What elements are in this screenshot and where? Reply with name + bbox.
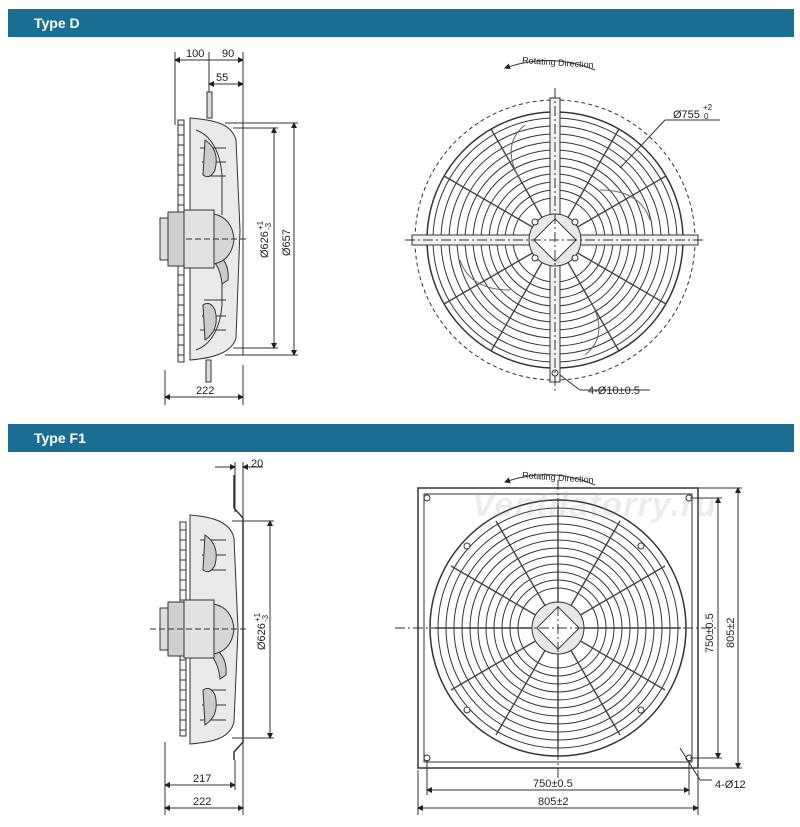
dim-222: 222 [193, 796, 211, 808]
dim-626: Ø626 [259, 231, 271, 258]
dim-805-horizontal: 805±2 [538, 796, 569, 808]
dim-805-vertical: 805±2 [725, 617, 737, 648]
dim-90: 90 [222, 48, 234, 60]
dim-55: 55 [216, 72, 228, 84]
rotating-direction-label: Rotating Direction [522, 470, 594, 485]
type-d-front-labels: Rotating Direction Ø755 +2 0 4-Ø10±0.5 [522, 55, 713, 397]
dim-626-tol-upper: +1 [256, 220, 265, 230]
dim-755: Ø755 [673, 109, 700, 121]
type-f1-front-view [395, 474, 742, 815]
type-d-side-dimensions: 100 90 55 Ø626 +1 -3 Ø657 222 [186, 48, 293, 397]
dim-657: Ø657 [281, 229, 293, 256]
dim-750-vertical: 750±0.5 [704, 613, 716, 653]
dim-626-tol-lower: -3 [261, 614, 270, 622]
watermark: Ventilatorry.ru [472, 486, 717, 524]
type-f1-front-labels: Rotating Direction 750±0.5 805±2 750±0.5… [522, 470, 746, 808]
type-d-front-view [405, 60, 720, 392]
dim-755-tol-upper: +2 [703, 103, 713, 112]
type-f1-side-dimensions: 20 Ø626 +1 -3 217 222 [193, 458, 270, 808]
type-f1-side-view [150, 462, 274, 815]
hole-callout: 4-Ø12 [715, 779, 746, 791]
dim-20: 20 [251, 458, 263, 470]
dim-626-tol-upper: +1 [253, 612, 262, 622]
section-title: Type F1 [34, 430, 86, 446]
dim-100: 100 [186, 48, 204, 60]
section-header-type-f1: Type F1 [8, 424, 794, 452]
dim-755-tol-lower: 0 [704, 112, 709, 121]
dim-222: 222 [196, 385, 214, 397]
section-title: Type D [34, 15, 80, 31]
dim-626-tol-lower: -3 [264, 222, 273, 230]
dim-626: Ø626 [256, 623, 268, 650]
dim-217: 217 [193, 773, 211, 785]
hole-callout: 4-Ø10±0.5 [588, 385, 640, 397]
rotating-direction-label: Rotating Direction [522, 55, 594, 70]
type-d-side-view [159, 52, 298, 405]
section-header-type-d: Type D [8, 9, 794, 37]
dim-750-horizontal: 750±0.5 [533, 778, 573, 790]
